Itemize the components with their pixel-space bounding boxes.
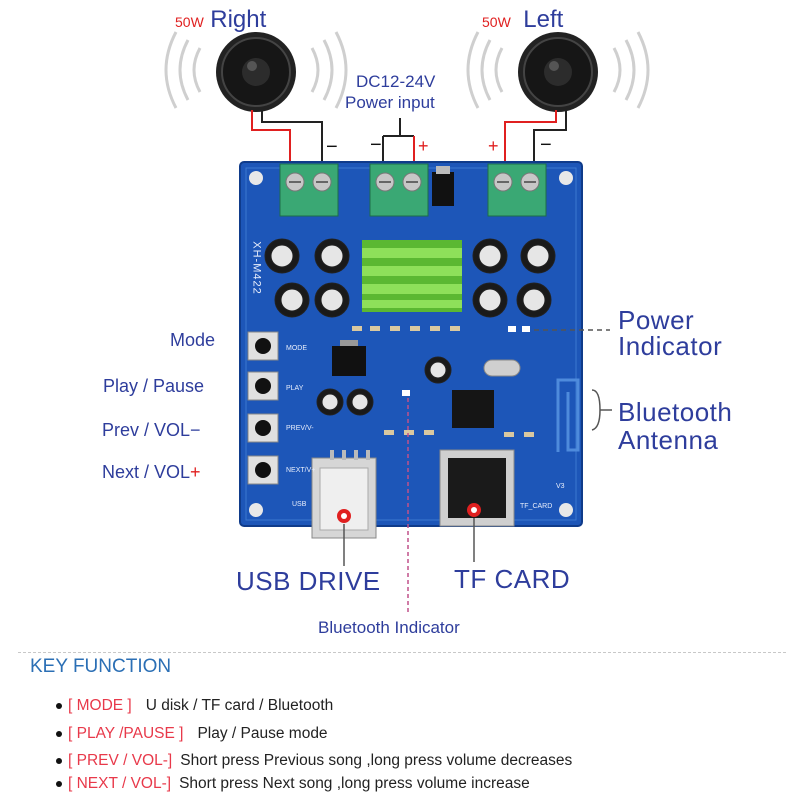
bullet-icon [56,730,62,737]
next-vol-text: Next / VOL [102,462,191,482]
key-name: [ PLAY /PAUSE ] [68,725,184,742]
left-speaker-label: 50W Left [482,6,563,34]
power-indicator-label: Power Indicator [618,307,722,359]
usb-drive-label: USB DRIVE [236,566,381,596]
key-name: [ NEXT / VOL-] [68,775,172,792]
key-desc: Short press Previous song ,long press vo… [180,752,573,769]
board-buttons [247,331,279,485]
tf-card-label: TF CARD [454,564,571,594]
bluetooth-chip [452,390,494,428]
svg-text:PLAY: PLAY [286,385,304,392]
bluetooth-antenna-trace [556,378,580,452]
amplifier-board-diagram: MODE PLAY PREV/V- NEXT/V+ USB TF_CARD V3 [164,31,650,612]
power-input-voltage: DC12-24V [356,72,436,91]
right-speaker-name: Right [210,6,267,33]
next-vol-button-label: Next / VOL+ [102,462,201,483]
svg-text:USB: USB [292,501,307,508]
heatsink [362,240,462,312]
left-sound-waves [466,31,650,109]
left-speaker-name: Left [523,6,564,33]
left-speaker-power: 50W [482,14,511,30]
svg-text:MODE: MODE [286,345,307,352]
key-function-item: [ NEXT / VOL-] Short press Next song ,lon… [56,775,530,793]
power-terminal-block [369,163,454,217]
key-function-item: [ MODE ] U disk / TF card / Bluetooth [56,697,333,715]
svg-text:V3: V3 [556,483,565,490]
play-pause-button-label: Play / Pause [103,376,205,396]
power-plus-mark: + [418,136,429,156]
right-speaker-wires [251,110,323,168]
key-function-title: KEY FUNCTION [30,656,171,678]
right-speaker-icon [216,32,296,112]
power-indicator-line2: Indicator [618,331,723,361]
bluetooth-indicator-label: Bluetooth Indicator [318,618,460,637]
pcb-silkscreen: MODE PLAY PREV/V- NEXT/V+ USB TF_CARD V3 [286,345,565,510]
svg-text:PREV/V-: PREV/V- [286,425,314,432]
left-minus-mark: − [540,134,552,156]
svg-text:TF_CARD: TF_CARD [520,503,552,510]
next-vol-plus: + [190,462,201,482]
key-desc: Short press Next song ,long press volume… [179,775,530,792]
prev-vol-button-label: Prev / VOL− [102,420,201,441]
right-terminal-block [279,163,339,217]
tf-card-slot [439,449,515,527]
svg-text:NEXT/V+: NEXT/V+ [286,467,315,474]
mode-button-label: Mode [170,330,216,350]
power-input-label: Power input [345,93,435,112]
bullet-icon [56,702,62,709]
key-name: [ MODE ] [68,697,132,714]
left-terminal-block [487,163,547,217]
callout-leaders [343,329,612,566]
key-desc: U disk / TF card / Bluetooth [145,697,334,714]
right-minus-mark: − [326,136,338,158]
capacitors [264,238,556,416]
left-speaker-wires [504,110,567,168]
prev-vol-minus: − [190,420,201,440]
left-speaker-icon [518,32,598,112]
bluetooth-antenna-line1: Bluetooth [618,397,733,427]
right-speaker-label: 50W Right [175,6,266,34]
key-desc: Play / Pause mode [197,725,328,742]
power-indicator-line1: Power [618,305,695,335]
key-function-item: [ PREV / VOL-] Short press Previous song … [56,752,572,770]
right-sound-waves [164,31,348,109]
key-name: [ PREV / VOL-] [68,752,173,769]
bullet-icon [56,757,62,764]
power-wires [382,118,415,168]
key-function-title-text: KEY FUNCTION [30,656,172,677]
board-model-label: XH-M422 [250,241,263,295]
crystal [483,359,521,377]
left-plus-mark: + [488,136,499,156]
power-indicator-led [508,326,530,332]
bluetooth-antenna-label: Bluetooth Antenna [618,398,732,454]
section-divider [18,652,786,653]
bullet-icon [56,780,62,787]
bluetooth-antenna-line2: Antenna [618,425,719,455]
power-minus-mark: − [370,134,382,156]
right-speaker-power: 50W [175,14,204,30]
smd-components [352,326,534,437]
regulator-chip [332,340,366,376]
bluetooth-indicator-led [402,390,410,396]
key-function-item: [ PLAY /PAUSE ] Play / Pause mode [56,725,328,743]
prev-vol-text: Prev / VOL [102,420,191,440]
